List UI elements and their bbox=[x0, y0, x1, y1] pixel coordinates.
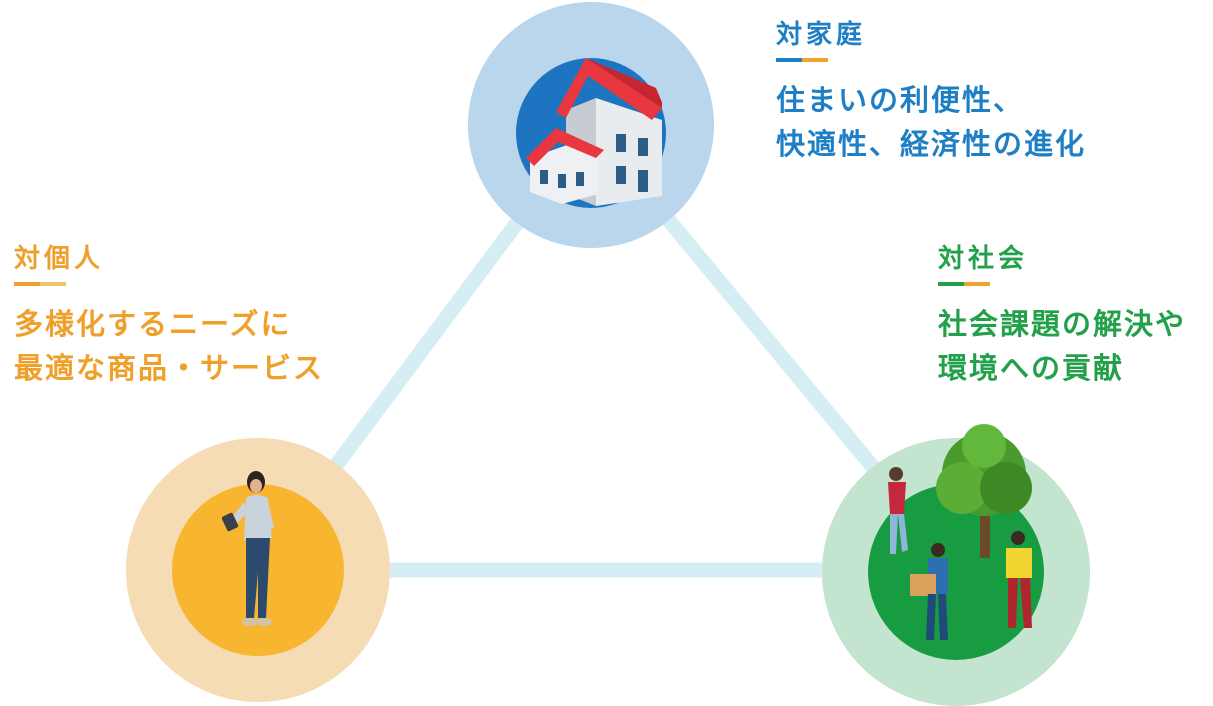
household-description-line: 快適性、経済性の進化 bbox=[776, 127, 1087, 161]
household-heading: 対家庭 bbox=[776, 20, 867, 50]
society-heading-underline bbox=[938, 282, 990, 286]
community-tree-icon bbox=[888, 424, 1032, 640]
household-circle bbox=[468, 2, 714, 248]
individual-description: 多様化するニーズに 最適な商品・サービス bbox=[14, 302, 324, 390]
individual-heading: 対個人 bbox=[14, 244, 105, 274]
household-description-line: 住まいの利便性、 bbox=[776, 83, 1025, 117]
individual-description-line: 多様化するニーズに bbox=[14, 307, 292, 341]
house-icon bbox=[526, 58, 662, 206]
society-text: 対社会 社会課題の解決や 環境への貢献 bbox=[938, 244, 1186, 390]
individual-description-line: 最適な商品・サービス bbox=[14, 351, 325, 385]
society-description-line: 社会課題の解決や bbox=[938, 307, 1187, 341]
individual-circle bbox=[126, 438, 390, 702]
household-description: 住まいの利便性、 快適性、経済性の進化 bbox=[776, 78, 1086, 166]
household-text: 対家庭 住まいの利便性、 快適性、経済性の進化 bbox=[776, 20, 1086, 166]
household-heading-underline bbox=[776, 58, 828, 62]
society-description: 社会課題の解決や 環境への貢献 bbox=[938, 302, 1186, 390]
individual-text: 対個人 多様化するニーズに 最適な商品・サービス bbox=[14, 244, 324, 390]
society-description-line: 環境への貢献 bbox=[938, 351, 1125, 385]
person-with-tablet-icon bbox=[222, 471, 274, 626]
individual-heading-underline bbox=[14, 282, 66, 286]
society-heading: 対社会 bbox=[938, 244, 1029, 274]
